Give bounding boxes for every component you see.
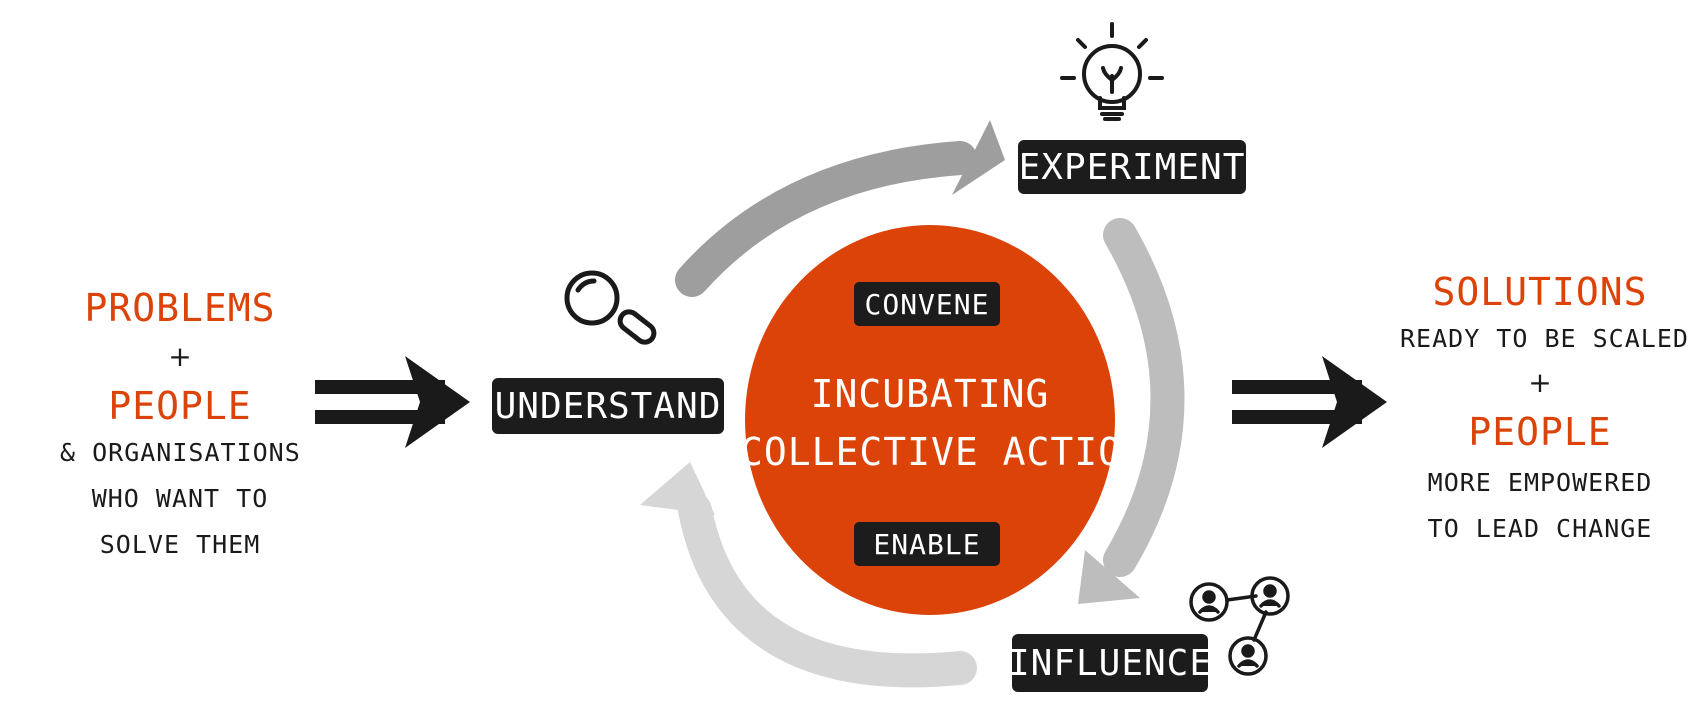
center-title-line1: INCUBATING bbox=[810, 372, 1050, 416]
input-line-who-want: WHO WANT TO bbox=[91, 484, 269, 513]
input-problems-heading: PROBLEMS bbox=[84, 286, 276, 330]
cycle-arrowhead-top bbox=[952, 120, 1005, 195]
label-understand: UNDERSTAND bbox=[492, 378, 724, 434]
cycle-arrow-experiment-influence bbox=[1103, 218, 1185, 577]
cycle-arrowhead-right bbox=[1078, 550, 1140, 604]
output-people-heading: PEOPLE bbox=[1468, 410, 1612, 454]
label-convene: CONVENE bbox=[854, 282, 1000, 326]
label-influence: INFLUENCE bbox=[1008, 634, 1211, 692]
output-plus-sign: + bbox=[1528, 366, 1552, 399]
network-people-icon bbox=[1189, 576, 1290, 676]
output-line-lead-change: TO LEAD CHANGE bbox=[1427, 514, 1653, 543]
output-solutions-heading: SOLUTIONS bbox=[1432, 270, 1648, 314]
output-double-arrow bbox=[1232, 356, 1387, 448]
cycle-arrow-influence-understand bbox=[678, 493, 977, 688]
input-double-arrow bbox=[315, 356, 470, 448]
center-title-line2: COLLECTIVE ACTION bbox=[740, 430, 1146, 474]
input-line-solve: SOLVE THEM bbox=[99, 530, 261, 559]
label-enable: ENABLE bbox=[854, 522, 1000, 566]
input-line-organisations: & ORGANISATIONS bbox=[60, 438, 301, 467]
cycle-arrow-understand-experiment bbox=[675, 141, 977, 297]
label-experiment: EXPERIMENT bbox=[1018, 140, 1246, 194]
input-people-heading: PEOPLE bbox=[108, 384, 252, 428]
output-line-empowered: MORE EMPOWERED bbox=[1427, 468, 1653, 497]
input-plus-sign: + bbox=[168, 340, 192, 373]
cycle-arrowhead-left bbox=[640, 462, 715, 515]
output-line-ready: READY TO BE SCALED bbox=[1400, 324, 1689, 353]
lightbulb-icon bbox=[1060, 22, 1164, 121]
magnifying-glass-icon bbox=[564, 270, 657, 345]
center-circle bbox=[745, 225, 1115, 615]
